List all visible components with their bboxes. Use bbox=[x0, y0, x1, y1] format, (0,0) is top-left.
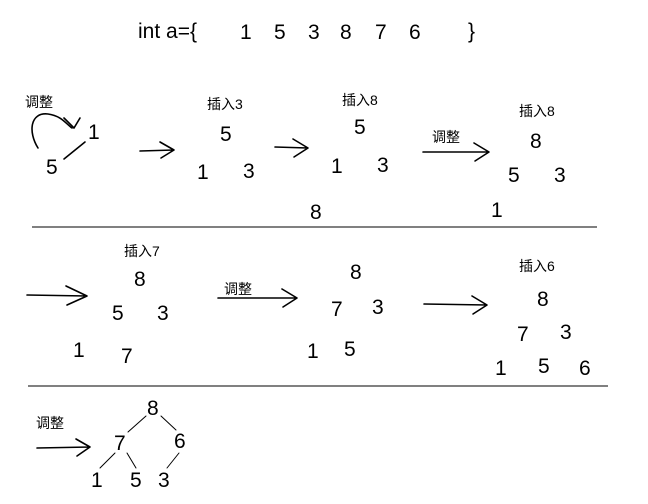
heap-node: 5 bbox=[46, 156, 58, 179]
array-value: 6 bbox=[409, 21, 421, 44]
heap-node: 5 bbox=[130, 469, 142, 492]
right-arrow-1 bbox=[139, 141, 175, 159]
tree-edge bbox=[99, 452, 116, 469]
heap-node: 6 bbox=[579, 357, 591, 380]
heap-node: 5 bbox=[112, 302, 124, 325]
right-arrow-4 bbox=[26, 285, 88, 306]
right-arrow-3 bbox=[422, 142, 490, 162]
insert-label: 插入8 bbox=[519, 103, 555, 119]
heap-node: 8 bbox=[530, 130, 542, 153]
heap-node: 5 bbox=[344, 338, 356, 361]
tree-edge bbox=[127, 415, 147, 433]
swap-curve-arrowhead bbox=[63, 117, 81, 129]
heap-node: 7 bbox=[114, 432, 126, 455]
adjust-label: 调整 bbox=[224, 281, 252, 297]
heap-node: 1 bbox=[495, 357, 507, 380]
heap-node: 3 bbox=[243, 160, 255, 183]
array-value: 8 bbox=[340, 21, 352, 44]
tree-edge bbox=[63, 141, 86, 160]
tree-edge bbox=[126, 452, 137, 469]
insert-label: 插入6 bbox=[519, 258, 555, 274]
heap-node: 5 bbox=[220, 123, 232, 146]
heap-node: 1 bbox=[491, 199, 503, 222]
heap-node: 1 bbox=[197, 161, 209, 184]
heap-node: 3 bbox=[560, 321, 572, 344]
array-declaration-suffix: } bbox=[468, 20, 476, 43]
heap-node: 5 bbox=[538, 355, 550, 378]
heap-node: 8 bbox=[147, 397, 159, 420]
adjust-label: 调整 bbox=[36, 415, 64, 431]
insert-label: 插入3 bbox=[207, 96, 243, 112]
adjust-label: 调整 bbox=[432, 129, 460, 145]
heap-node: 6 bbox=[174, 430, 186, 453]
right-arrow-5 bbox=[217, 288, 298, 308]
right-arrow-6 bbox=[423, 295, 488, 315]
heap-node: 7 bbox=[331, 298, 343, 321]
heap-node: 1 bbox=[91, 469, 103, 492]
heap-node: 7 bbox=[517, 323, 529, 346]
heap-node: 1 bbox=[307, 340, 319, 363]
heap-node: 8 bbox=[134, 268, 146, 291]
array-declaration-prefix: int a={ bbox=[138, 20, 197, 43]
swap-curve-arrow bbox=[31, 113, 73, 149]
heap-node: 3 bbox=[372, 296, 384, 319]
insert-label: 插入7 bbox=[124, 243, 160, 259]
heap-node: 3 bbox=[157, 302, 169, 325]
right-arrow-7 bbox=[36, 438, 91, 457]
heap-node: 5 bbox=[508, 164, 520, 187]
heap-node: 1 bbox=[331, 155, 343, 178]
adjust-label: 调整 bbox=[25, 94, 53, 110]
heap-node: 8 bbox=[350, 261, 362, 284]
array-value: 5 bbox=[274, 21, 286, 44]
right-arrow-2 bbox=[274, 138, 309, 158]
heap-node: 3 bbox=[554, 164, 566, 187]
tree-edge bbox=[160, 415, 177, 431]
tree-edge bbox=[166, 452, 180, 469]
heap-node: 1 bbox=[88, 121, 100, 144]
insert-label: 插入8 bbox=[342, 92, 378, 108]
heap-node: 7 bbox=[121, 345, 133, 368]
heap-node: 5 bbox=[354, 116, 366, 139]
heap-node: 8 bbox=[537, 288, 549, 311]
array-value: 7 bbox=[375, 21, 387, 44]
array-value: 1 bbox=[240, 21, 252, 44]
heap-node: 1 bbox=[73, 339, 85, 362]
heap-node: 3 bbox=[377, 154, 389, 177]
array-value: 3 bbox=[308, 21, 320, 44]
heap-node: 8 bbox=[310, 201, 322, 224]
heap-node: 3 bbox=[158, 469, 170, 492]
